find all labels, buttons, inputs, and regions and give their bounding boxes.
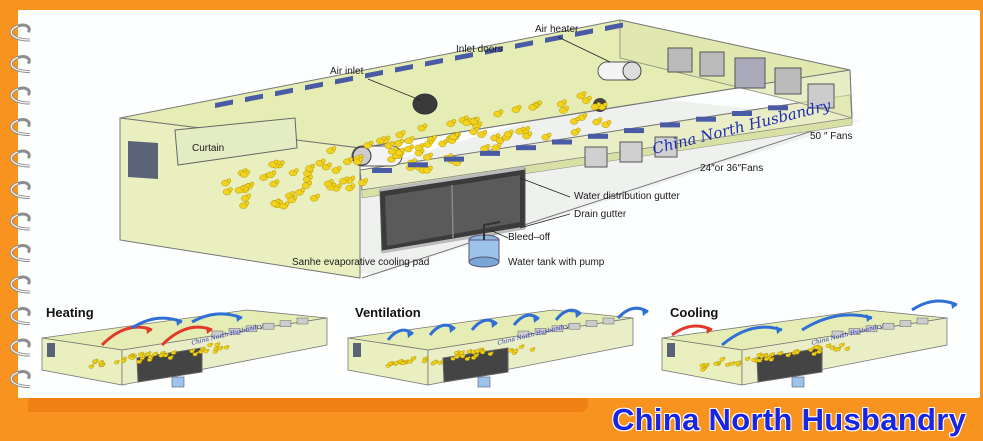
mode-title-heating: Heating <box>46 305 94 320</box>
mode-title-ventilation: Ventilation <box>355 305 421 320</box>
brand-name: China North Husbandry <box>612 402 966 438</box>
mode-diagram-heating: China North Husbandry <box>42 310 327 387</box>
mode-title-cooling: Cooling <box>670 305 718 320</box>
